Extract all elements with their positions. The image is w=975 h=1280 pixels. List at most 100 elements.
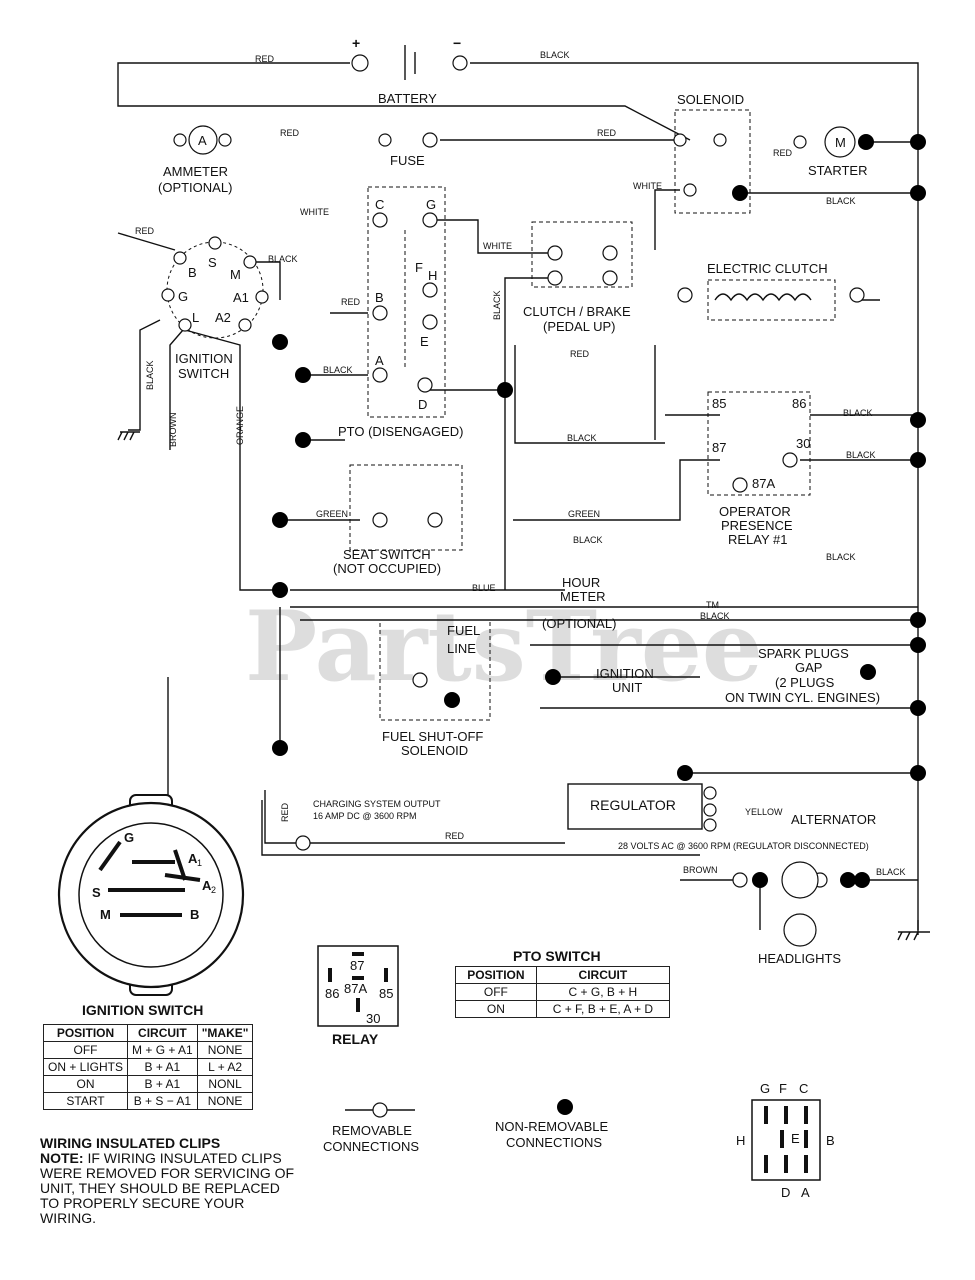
legend-nonremovable-2: CONNECTIONS [506,1135,602,1150]
pto-face-g: G [760,1081,770,1096]
svg-text:RED: RED [255,54,275,64]
clutch-coil-icon [714,293,812,302]
relay-box-86: 86 [325,986,339,1001]
clutch-brake-label: CLUTCH / BRAKE [523,304,631,319]
table-header: CIRCUIT [127,1024,198,1042]
seat-switch-label: SEAT SWITCH [343,547,431,562]
wires [117,45,919,935]
ground-icon [117,431,930,941]
svg-text:WHITE: WHITE [633,181,662,191]
svg-text:RED: RED [280,802,290,822]
electric-clutch-label: ELECTRIC CLUTCH [707,261,828,276]
svg-text:RED: RED [280,128,300,138]
svg-text:BLACK: BLACK [268,254,298,264]
relay-pin-87: 87 [712,440,726,455]
ign-face-a1-sub: 1 [197,858,202,868]
relay-box-87a: 87A [344,981,367,996]
table-header: CIRCUIT [535,966,671,984]
spark-plugs-count: (2 PLUGS [775,675,835,690]
relay-pin-85: 85 [712,396,726,411]
svg-text:RED: RED [773,148,793,158]
ignition-switch-face-icon [57,794,245,996]
ign-face-a2: A [202,878,212,893]
pto-table-title: PTO SWITCH [513,948,601,964]
alternator-spec: 28 VOLTS AC @ 3600 RPM (REGULATOR DISCON… [618,841,869,851]
relay-box-87: 87 [350,958,364,973]
starter-icon: M [835,135,846,150]
ign-face-a1: A [188,851,198,866]
pto-pin-b: B [375,290,384,305]
fuel-line-label: FUEL [447,623,480,638]
pto-face-e: E [791,1131,800,1146]
spark-plugs-label: SPARK PLUGS [758,646,849,661]
alternator-label: ALTERNATOR [791,812,876,827]
charging-output: CHARGING SYSTEM OUTPUT [313,799,441,809]
ammeter-icon: A [198,133,207,148]
relay-box-30: 30 [366,1011,380,1026]
hour-meter-label-2: METER [560,589,606,604]
charging-output-spec: 16 AMP DC @ 3600 RPM [313,811,417,821]
ign-face-g: G [124,830,134,845]
svg-text:BLACK: BLACK [567,433,597,443]
svg-text:BLACK: BLACK [846,450,876,460]
pto-face-icon [751,1099,821,1181]
pto-pin-h: H [428,268,437,283]
seat-switch-label-2: (NOT OCCUPIED) [333,561,441,576]
pto-pin-g: G [426,197,436,212]
table-header: "MAKE" [196,1024,254,1042]
note-label: NOTE: [40,1150,84,1166]
legend-removable-2: CONNECTIONS [323,1139,419,1154]
svg-text:GREEN: GREEN [316,509,348,519]
fuse-label: FUSE [390,153,425,168]
pto-face-f: F [779,1081,787,1096]
svg-text:BLACK: BLACK [826,196,856,206]
ign-pin-a1: A1 [233,290,249,305]
relay-pin-87a: 87A [752,476,775,491]
ignition-unit-label-2: UNIT [612,680,642,695]
ignition-switch-icon [161,236,269,339]
starter-label: STARTER [808,163,867,178]
ignition-switch-label: IGNITION [175,351,233,366]
ign-face-m: M [100,907,111,922]
svg-text:ORANGE: ORANGE [235,406,245,445]
relay-label-2: PRESENCE [721,518,793,533]
legend [345,1099,573,1118]
svg-text:BLACK: BLACK [573,535,603,545]
relay-box-85: 85 [379,986,393,1001]
ign-pin-g: G [178,289,188,304]
pto-face-b: B [826,1133,835,1148]
svg-text:RED: RED [570,349,590,359]
ign-face-s: S [92,885,101,900]
pto-pin-f: F [415,260,423,275]
svg-text:BLACK: BLACK [145,360,155,390]
svg-text:BROWN: BROWN [683,865,718,875]
ign-face-b: B [190,907,199,922]
ign-pin-a2: A2 [215,310,231,325]
hour-meter-optional: (OPTIONAL) [542,616,616,631]
relay-label: OPERATOR [719,504,791,519]
spark-plugs-gap: GAP [795,660,822,675]
relay-pin-86: 86 [792,396,806,411]
svg-text:BROWN: BROWN [168,413,178,448]
non-removable-connectors [272,134,926,888]
pto-face-a: A [801,1185,810,1200]
watermark-tm: TM [706,600,719,610]
pto-pin-c: C [375,197,384,212]
pto-face-c: C [799,1081,808,1096]
battery-plus: + [352,35,360,51]
fuel-line-label-2: LINE [447,641,476,656]
svg-text:RED: RED [341,297,361,307]
clutch-brake-label-2: (PEDAL UP) [543,319,615,334]
svg-text:BLUE: BLUE [472,583,496,593]
watermark: PartsTree [245,590,763,703]
svg-text:RED: RED [597,128,617,138]
ammeter-optional: (OPTIONAL) [158,180,232,195]
relay-pin-30: 30 [796,436,810,451]
relay-box-label: RELAY [332,1031,379,1047]
note-title: WIRING INSULATED CLIPS [40,1135,221,1151]
table-header: POSITION [455,966,537,984]
